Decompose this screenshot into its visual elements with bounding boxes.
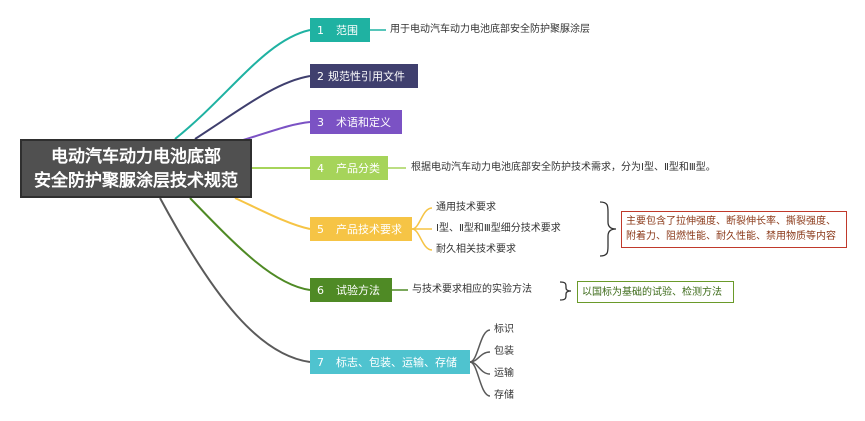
requirement-type-specific: Ⅰ型、Ⅱ型和Ⅲ型细分技术要求 xyxy=(436,223,561,234)
test-methods-detail: 与技术要求相应的实验方法 xyxy=(412,284,532,295)
branch-title: 产品技术要求 xyxy=(336,223,402,236)
branch-terms[interactable]: 3 术语和定义 xyxy=(310,110,402,134)
edge-requirements-durability xyxy=(411,228,433,251)
marking-packaging: 包装 xyxy=(494,346,514,357)
requirement-general: 通用技术要求 xyxy=(436,202,496,213)
edge-root-to-requirements xyxy=(234,197,311,230)
branch-number: 1 xyxy=(317,23,324,37)
edge-root-to-test-methods xyxy=(189,197,311,291)
marking-transport: 运输 xyxy=(494,368,514,379)
branch-title: 术语和定义 xyxy=(336,116,391,129)
edge-root-to-marking xyxy=(159,197,311,363)
branch-test-methods[interactable]: 6 试验方法 xyxy=(310,278,392,302)
branch-references[interactable]: 2 规范性引用文件 xyxy=(310,64,418,88)
requirements-note-line2: 附着力、阻燃性能、耐久性能、禁用物质等内容 xyxy=(626,231,836,242)
root-node[interactable]: 电动汽车动力电池底部 安全防护聚脲涂层技术规范 xyxy=(20,139,252,198)
root-title-line2: 安全防护聚脲涂层技术规范 xyxy=(34,170,238,191)
branch-title: 产品分类 xyxy=(336,162,380,175)
branch-scope[interactable]: 1 范围 xyxy=(310,18,370,42)
classification-detail: 根据电动汽车动力电池底部安全防护技术需求，分为Ⅰ型、Ⅱ型和Ⅲ型。 xyxy=(411,162,716,173)
branch-number: 5 xyxy=(317,222,324,236)
branch-title: 试验方法 xyxy=(336,284,380,297)
scope-detail: 用于电动汽车动力电池底部安全防护聚脲涂层 xyxy=(390,24,590,35)
branch-technical-requirements[interactable]: 5 产品技术要求 xyxy=(310,217,412,241)
edge-marking-storage xyxy=(469,361,491,397)
edge-root-to-terms xyxy=(239,121,311,142)
branch-number: 7 xyxy=(317,355,324,369)
root-title-line1: 电动汽车动力电池底部 xyxy=(51,146,221,167)
branch-title: 规范性引用文件 xyxy=(328,70,405,83)
branch-title: 范围 xyxy=(336,24,358,37)
requirements-note-line1: 主要包含了拉伸强度、断裂伸长率、撕裂强度、 xyxy=(626,216,836,227)
edge-root-to-scope xyxy=(174,29,311,140)
branch-number: 2 xyxy=(317,69,324,83)
edge-root-to-references xyxy=(194,75,311,140)
brace-test-methods xyxy=(559,281,572,301)
requirements-note: 主要包含了拉伸强度、断裂伸长率、撕裂强度、 附着力、阻燃性能、耐久性能、禁用物质… xyxy=(621,211,847,248)
branch-number: 4 xyxy=(317,161,324,175)
marking-identification: 标识 xyxy=(494,324,514,335)
test-methods-note: 以国标为基础的试验、检测方法 xyxy=(577,281,734,303)
branch-classification[interactable]: 4 产品分类 xyxy=(310,156,388,180)
brace-requirements xyxy=(599,201,617,257)
branch-title: 标志、包装、运输、存储 xyxy=(336,356,457,369)
branch-marking-packaging[interactable]: 7 标志、包装、运输、存储 xyxy=(310,350,470,374)
branch-number: 6 xyxy=(317,283,324,297)
requirement-durability: 耐久相关技术要求 xyxy=(436,244,516,255)
marking-storage: 存储 xyxy=(494,390,514,401)
branch-number: 3 xyxy=(317,115,324,129)
edge-requirements-general xyxy=(411,207,433,230)
